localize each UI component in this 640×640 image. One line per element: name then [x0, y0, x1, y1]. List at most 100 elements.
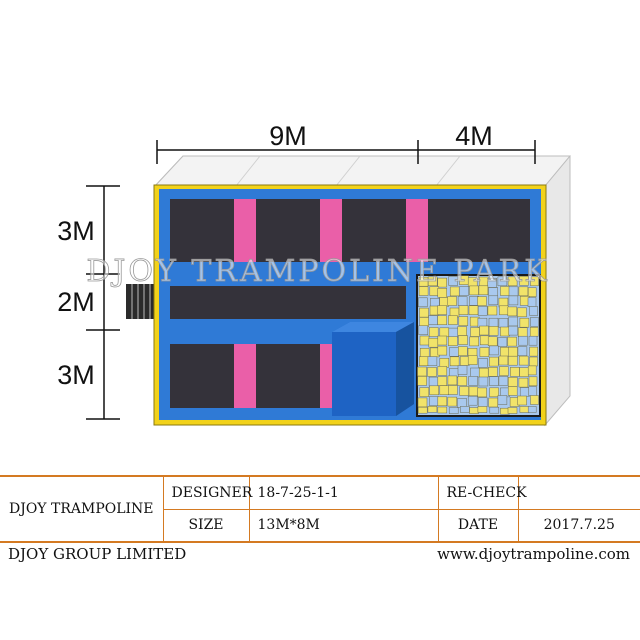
foam-cube	[477, 406, 488, 413]
pink-pad	[234, 344, 256, 408]
recheck-label: RE-CHECK	[437, 475, 527, 510]
foam-cube	[489, 356, 499, 367]
foam-cube	[518, 286, 529, 297]
foam-cube	[529, 346, 538, 357]
foam-cube	[458, 335, 468, 345]
foam-cube	[447, 296, 457, 306]
group-name: DJOY GROUP LIMITED	[8, 545, 187, 563]
company-name: DJOY TRAMPOLINE	[0, 475, 164, 543]
height-label-top-3m: 3M	[57, 216, 95, 246]
foam-cube	[427, 406, 438, 413]
foam-cube	[488, 317, 499, 328]
foam-cube	[500, 347, 510, 357]
jump-platform	[332, 322, 414, 416]
foam-cube	[500, 326, 510, 337]
foam-cube	[518, 335, 528, 346]
foam-cube	[519, 276, 529, 286]
foam-cube	[488, 326, 499, 336]
foam-cube	[437, 396, 448, 407]
recheck-value	[517, 475, 640, 510]
foam-cube	[469, 407, 479, 414]
foam-cube	[530, 317, 539, 327]
foam-cube	[439, 385, 450, 395]
height-label-2m: 2M	[57, 287, 95, 317]
foam-cube	[437, 288, 447, 298]
foam-cube	[457, 376, 468, 386]
foam-cube	[460, 406, 470, 413]
trampoline-bed	[170, 344, 234, 408]
foam-cube	[459, 356, 470, 366]
foam-cube	[469, 336, 479, 347]
foam-cube	[467, 395, 478, 406]
foam-cube	[418, 297, 428, 308]
foam-cube	[489, 406, 500, 414]
foam-cube	[508, 316, 518, 327]
foam-cube	[517, 327, 528, 337]
foam-cube	[448, 276, 458, 286]
pink-pad	[320, 199, 342, 262]
foam-cube	[530, 395, 539, 405]
foam-cube	[419, 348, 430, 358]
foam-cube	[499, 366, 509, 376]
foam-cube	[499, 305, 509, 316]
foam-cube	[478, 358, 488, 368]
foam-cube	[437, 277, 447, 288]
pink-pad	[320, 344, 332, 408]
foam-cube	[419, 335, 430, 346]
foam-cube	[519, 387, 530, 397]
trampoline-beds-top-row	[170, 199, 530, 262]
foam-cube	[527, 287, 537, 297]
foam-cube	[479, 335, 490, 346]
foam-cube	[477, 387, 487, 398]
foam-cube	[419, 307, 429, 318]
foam-cube	[428, 337, 439, 348]
foam-cube	[437, 406, 448, 414]
foam-cube	[518, 355, 529, 366]
foam-cube	[497, 337, 508, 347]
foam-cube	[498, 376, 509, 386]
foam-cube	[489, 387, 499, 398]
foam-cube	[477, 306, 488, 316]
website-link[interactable]: www.djoytrampoline.com	[437, 545, 630, 563]
foam-cube	[508, 355, 518, 366]
date-label: DATE	[437, 508, 519, 543]
width-label-9m: 9M	[269, 121, 307, 151]
foam-cube	[457, 296, 468, 306]
designer-value: 18-7-25-1-1	[248, 475, 439, 510]
trampoline-bed	[428, 199, 530, 262]
foam-cube	[489, 345, 499, 356]
trampoline-beds-bottom-row	[170, 344, 332, 408]
foam-cube	[418, 325, 429, 335]
foam-cube	[489, 376, 499, 386]
foam-cube	[507, 336, 517, 347]
foam-cube	[468, 376, 478, 386]
enclosure-wall	[153, 155, 572, 427]
foam-cube	[487, 336, 498, 346]
foam-cube	[439, 327, 450, 338]
foam-cube	[459, 386, 469, 396]
foam-cube	[529, 306, 538, 316]
top-dimension-line	[156, 140, 536, 164]
height-label-bottom-3m: 3M	[57, 360, 95, 390]
foam-cube	[470, 367, 480, 378]
foam-cube	[478, 367, 489, 378]
foam-cube	[429, 396, 439, 406]
foam-cube	[429, 385, 439, 396]
foam-cube	[448, 336, 458, 346]
foam-cube	[427, 276, 438, 287]
foam-cube	[479, 347, 490, 357]
foam-cube	[488, 295, 499, 306]
foam-cube	[469, 285, 479, 296]
foam-cube	[447, 396, 458, 407]
foam-cube	[437, 366, 448, 376]
foam-cube	[427, 356, 438, 366]
foam-cube	[478, 376, 489, 387]
foam-cube	[468, 305, 479, 315]
foam-cube	[419, 387, 430, 397]
foam-cube	[448, 327, 459, 338]
long-tumble-track	[170, 286, 406, 319]
foam-cube	[508, 295, 519, 306]
foam-cube	[487, 305, 498, 316]
foam-cube	[437, 345, 448, 356]
foam-cube	[448, 407, 459, 414]
